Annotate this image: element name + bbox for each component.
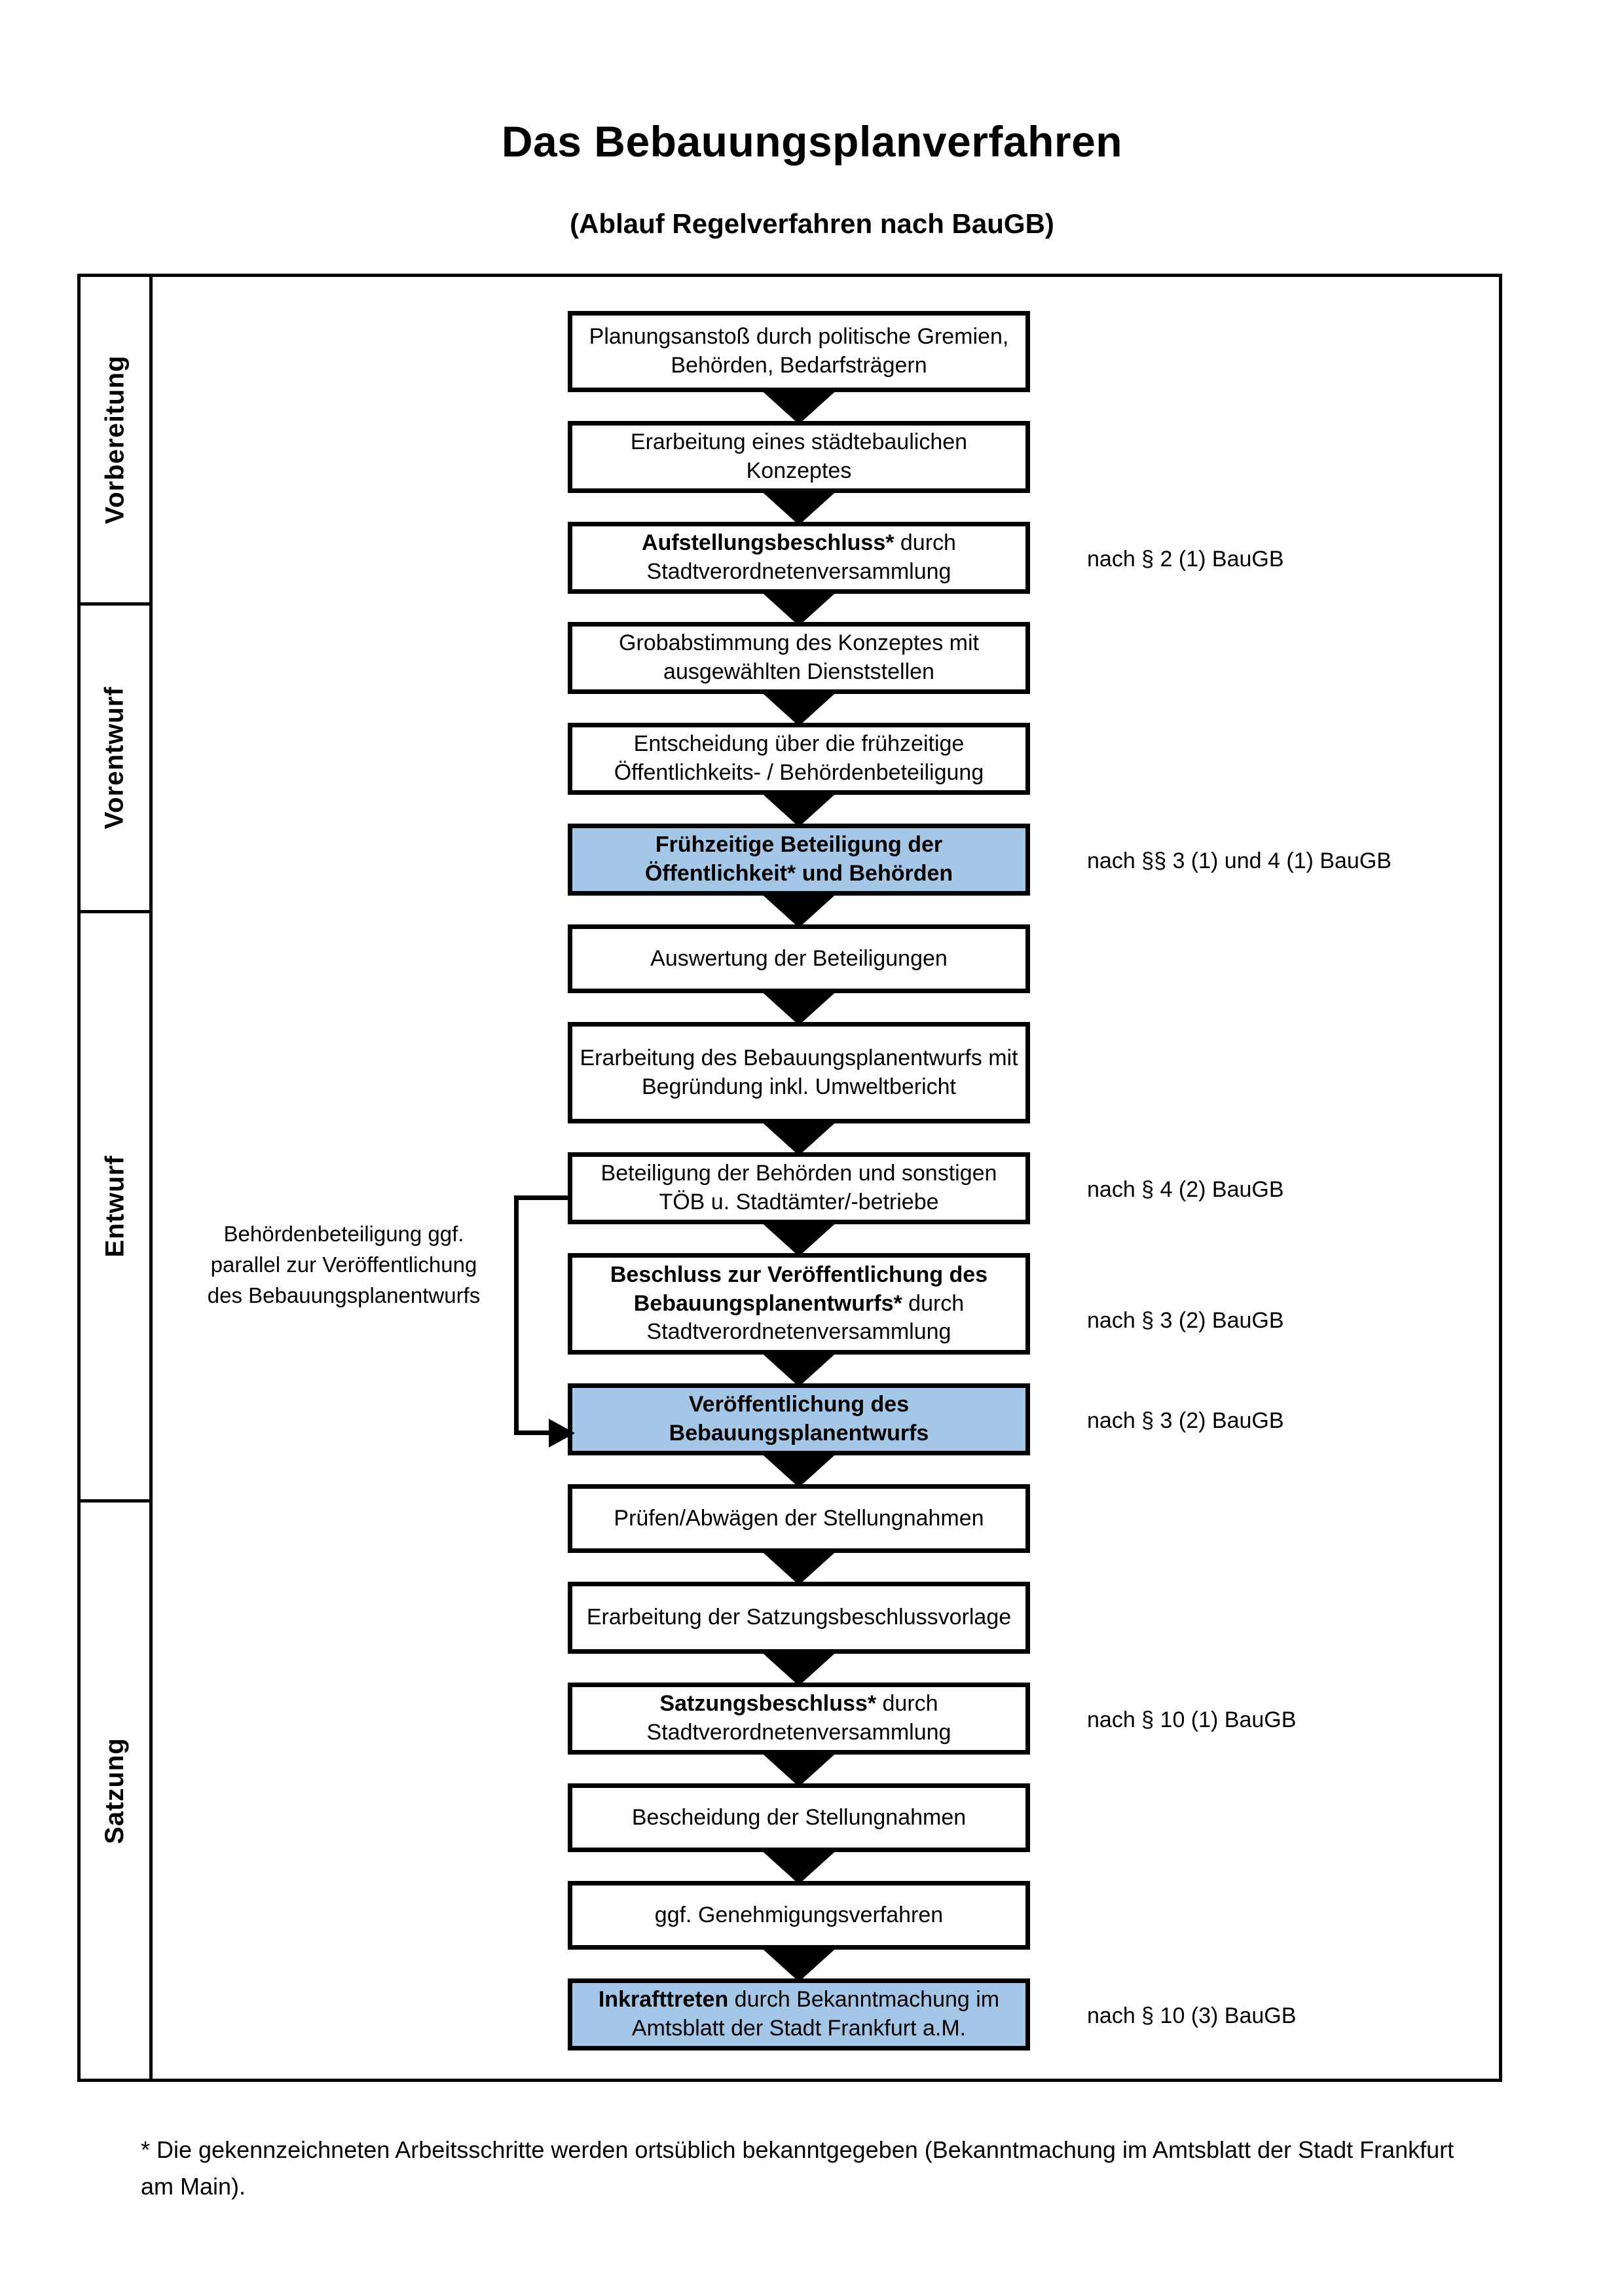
- step-box-beschluss-veroeffentlichung[interactable]: Beschluss zur Veröffentlichung des Bebau…: [568, 1253, 1030, 1355]
- step-bold-text: Veröffentlichung des Bebauungsplanentwur…: [669, 1392, 929, 1446]
- phase-separator-1: [77, 602, 149, 606]
- step-box-pruefen-abwaegen[interactable]: Prüfen/Abwägen der Stellungnahmen: [568, 1484, 1030, 1553]
- arrow-down-16: [758, 1945, 840, 1982]
- phase-cell-entwurf: Entwurf: [81, 913, 149, 1499]
- law-ref-paragraph-10-1: nach § 10 (1) BauGB: [1087, 1707, 1297, 1732]
- arrow-down-2: [758, 488, 840, 525]
- step-box-grobabstimmung[interactable]: Grobabstimmung des Konzeptes mit ausgewä…: [568, 622, 1030, 694]
- step-box-genehmigungsverfahren[interactable]: ggf. Genehmigungsverfahren: [568, 1881, 1030, 1950]
- step-box-beteiligung-behoerden-toeb[interactable]: Beteiligung der Behörden und sonstigen T…: [568, 1152, 1030, 1224]
- bracket-vertical-segment: [514, 1195, 519, 1435]
- bracket-arrowhead-icon: [549, 1419, 575, 1448]
- step-text: Prüfen/Abwägen der Stellungnahmen: [614, 1505, 984, 1531]
- step-text: Erarbeitung eines städtebaulichen Konzep…: [630, 429, 968, 483]
- step-bold-text: Aufstellungsbeschluss*: [642, 530, 895, 556]
- arrow-down-14: [758, 1750, 840, 1787]
- phase-separator-2: [77, 910, 149, 913]
- arrow-down-10: [758, 1350, 840, 1387]
- step-text: Erarbeitung des Bebauungsplanentwurfs mi…: [580, 1045, 1018, 1099]
- arrow-down-13: [758, 1649, 840, 1686]
- step-text: Auswertung der Beteiligungen: [650, 945, 948, 971]
- law-ref-paragraph-4-2: nach § 4 (2) BauGB: [1087, 1177, 1284, 1202]
- arrow-down-8: [758, 1119, 840, 1156]
- step-text: durch Stadtverordnetenversammlung: [646, 1290, 965, 1345]
- law-ref-paragraph-3-2-a: nach § 3 (2) BauGB: [1087, 1308, 1284, 1333]
- step-box-auswertung-beteiligungen[interactable]: Auswertung der Beteiligungen: [568, 924, 1030, 993]
- bracket-bottom-segment: [514, 1430, 553, 1435]
- side-note-behoerdenbeteiligung: Behördenbeteiligung ggf. parallel zur Ve…: [207, 1222, 481, 1307]
- step-text: durch Bekanntmachung im Amtsblatt der St…: [631, 1987, 1000, 2041]
- step-box-satzungsbeschluss[interactable]: Satzungsbeschluss* durch Stadtverordnete…: [568, 1683, 1030, 1755]
- step-box-bescheidung-stellungnahmen[interactable]: Bescheidung der Stellungnahmen: [568, 1783, 1030, 1852]
- phase-column-divider: [149, 274, 153, 2082]
- phase-label-entwurf: Entwurf: [100, 1155, 129, 1258]
- step-text: Grobabstimmung des Konzeptes mit ausgewä…: [619, 630, 979, 684]
- step-box-staedtebauliches-konzept[interactable]: Erarbeitung eines städtebaulichen Konzep…: [568, 421, 1030, 493]
- step-box-entscheidung-beteiligung[interactable]: Entscheidung über die frühzeitige Öffent…: [568, 723, 1030, 795]
- arrow-down-11: [758, 1451, 840, 1487]
- step-bold-text: Satzungsbeschluss*: [659, 1691, 877, 1717]
- phase-cell-vorentwurf: Vorentwurf: [81, 606, 149, 910]
- arrow-down-6: [758, 891, 840, 928]
- law-ref-paragraph-3-2-b: nach § 3 (2) BauGB: [1087, 1408, 1284, 1433]
- step-text: durch Stadtverordnetenversammlung: [646, 1691, 951, 1745]
- arrow-down-9: [758, 1220, 840, 1256]
- law-ref-paragraph-10-3: nach § 10 (3) BauGB: [1087, 2003, 1297, 2028]
- law-ref-paragraph-3-1-4-1: nach §§ 3 (1) und 4 (1) BauGB: [1087, 848, 1392, 873]
- step-box-aufstellungsbeschluss[interactable]: Aufstellungsbeschluss* durch Stadtverord…: [568, 522, 1030, 594]
- arrow-down-7: [758, 989, 840, 1025]
- page-subtitle: (Ablauf Regelverfahren nach BauGB): [570, 208, 1054, 239]
- phase-cell-vorbereitung: Vorbereitung: [81, 277, 149, 602]
- step-text: Beteiligung der Behörden und sonstigen T…: [600, 1161, 997, 1214]
- phase-label-vorentwurf: Vorentwurf: [100, 686, 129, 829]
- step-text: durch Stadtverordnetenversammlung: [646, 530, 956, 584]
- step-bold-text: Beschluss zur Veröffentlichung des Bebau…: [610, 1262, 988, 1316]
- step-text: Bescheidung der Stellungnahmen: [631, 1804, 967, 1830]
- law-ref-paragraph-2-1: nach § 2 (1) BauGB: [1087, 547, 1284, 572]
- arrow-down-15: [758, 1848, 840, 1884]
- step-text: Erarbeitung der Satzungsbeschlussvorlage: [586, 1605, 1012, 1630]
- step-box-erarbeitung-bebauungsplanentwurf[interactable]: Erarbeitung des Bebauungsplanentwurfs mi…: [568, 1022, 1030, 1123]
- arrow-down-12: [758, 1548, 840, 1585]
- step-text: ggf. Genehmigungsverfahren: [654, 1902, 944, 1927]
- step-bold-text: Frühzeitige Beteiligung der Öffentlichke…: [644, 832, 953, 886]
- phase-label-vorbereitung: Vorbereitung: [100, 355, 129, 524]
- page-title: Das Bebauungsplanverfahren: [501, 117, 1123, 166]
- arrow-down-3: [758, 589, 840, 626]
- step-box-inkrafttreten[interactable]: Inkrafttreten durch Bekanntmachung im Am…: [568, 1978, 1030, 2050]
- phase-cell-satzung: Satzung: [81, 1503, 149, 2079]
- bracket-top-segment: [514, 1195, 570, 1200]
- footnote: * Die gekennzeichneten Arbeitsschritte w…: [141, 2136, 1454, 2200]
- step-bold-text: Inkrafttreten: [598, 1987, 729, 2013]
- step-box-erarbeitung-satzungsbeschlussvorlage[interactable]: Erarbeitung der Satzungsbeschlussvorlage: [568, 1582, 1030, 1654]
- step-box-planungsanstoss[interactable]: Planungsanstoß durch politische Gremien,…: [568, 311, 1030, 392]
- phase-label-satzung: Satzung: [100, 1737, 130, 1844]
- step-text: Entscheidung über die frühzeitige Öffent…: [614, 731, 984, 785]
- step-box-fruehzeitige-beteiligung[interactable]: Frühzeitige Beteiligung der Öffentlichke…: [568, 824, 1030, 896]
- arrow-down-4: [758, 689, 840, 726]
- arrow-down-5: [758, 790, 840, 827]
- step-box-veroeffentlichung-entwurf[interactable]: Veröffentlichung des Bebauungsplanentwur…: [568, 1383, 1030, 1455]
- arrow-down-1: [758, 388, 840, 424]
- step-text: Planungsanstoß durch politische Gremien,…: [589, 324, 1009, 378]
- phase-separator-3: [77, 1499, 149, 1503]
